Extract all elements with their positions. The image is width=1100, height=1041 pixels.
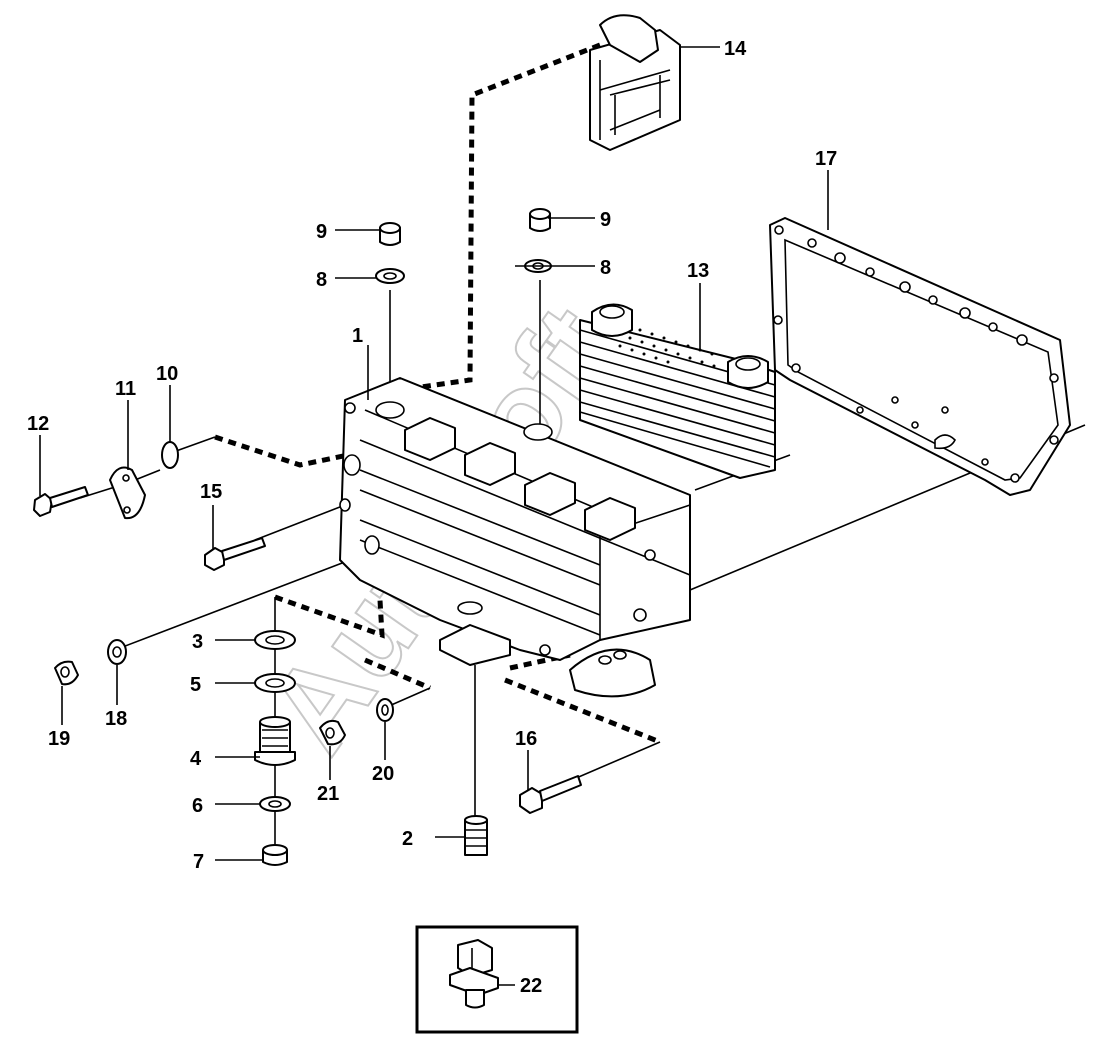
label-8-left: 8	[316, 269, 327, 291]
gasket-holes	[773, 225, 1059, 483]
label-11: 11	[115, 378, 136, 400]
plug-part-9-right	[529, 208, 551, 232]
bolt-part-12	[33, 486, 89, 517]
plug-part-21	[319, 719, 346, 746]
bolt-part-16	[519, 775, 582, 814]
label-12: 12	[27, 413, 49, 435]
cooler-element-part-13	[579, 303, 776, 479]
label-18: 18	[105, 708, 127, 730]
washer-part-8-left	[375, 268, 405, 284]
washer-part-6	[259, 796, 291, 812]
washer-part-5	[254, 673, 296, 693]
bracket-part-14	[589, 14, 681, 151]
washer-part-18	[107, 639, 127, 665]
inset-box-part-22	[415, 925, 579, 1034]
label-17: 17	[815, 148, 837, 170]
label-7: 7	[193, 851, 204, 873]
label-13: 13	[687, 260, 709, 282]
label-5: 5	[190, 674, 201, 696]
callout-labels: 1 2 3 4 5 6 7 8 8 9 9 10 11 12 13 14 15 …	[27, 38, 837, 997]
plug-part-9-left	[379, 222, 401, 246]
label-19: 19	[48, 728, 70, 750]
label-9-left: 9	[316, 221, 327, 243]
washer-part-3	[254, 630, 296, 650]
gasket-part-17	[769, 217, 1071, 496]
label-6: 6	[192, 795, 203, 817]
plug-part-19	[54, 660, 79, 686]
o-ring-part-10	[161, 441, 179, 469]
cooler-housing-part-1	[339, 377, 691, 698]
washer-part-20	[376, 698, 394, 722]
label-4: 4	[190, 748, 202, 770]
label-16: 16	[515, 728, 537, 750]
threaded-plug-part-4	[254, 716, 296, 766]
dashed-assembly-lines	[214, 42, 661, 745]
leader-lines	[39, 46, 829, 861]
label-8-right: 8	[600, 257, 611, 279]
cooler-dots	[618, 328, 716, 368]
stud-part-2	[464, 815, 488, 856]
label-22: 22	[520, 975, 542, 997]
label-20: 20	[372, 763, 394, 785]
label-10: 10	[156, 363, 178, 385]
label-1: 1	[352, 325, 363, 347]
plug-part-7	[262, 844, 288, 866]
label-15: 15	[200, 481, 222, 503]
label-14: 14	[724, 38, 747, 60]
bolt-part-15	[204, 537, 266, 571]
label-3: 3	[192, 631, 203, 653]
label-9-right: 9	[600, 209, 611, 231]
label-21: 21	[317, 783, 339, 805]
cover-plate-part-11	[109, 466, 146, 520]
label-2: 2	[402, 828, 413, 850]
